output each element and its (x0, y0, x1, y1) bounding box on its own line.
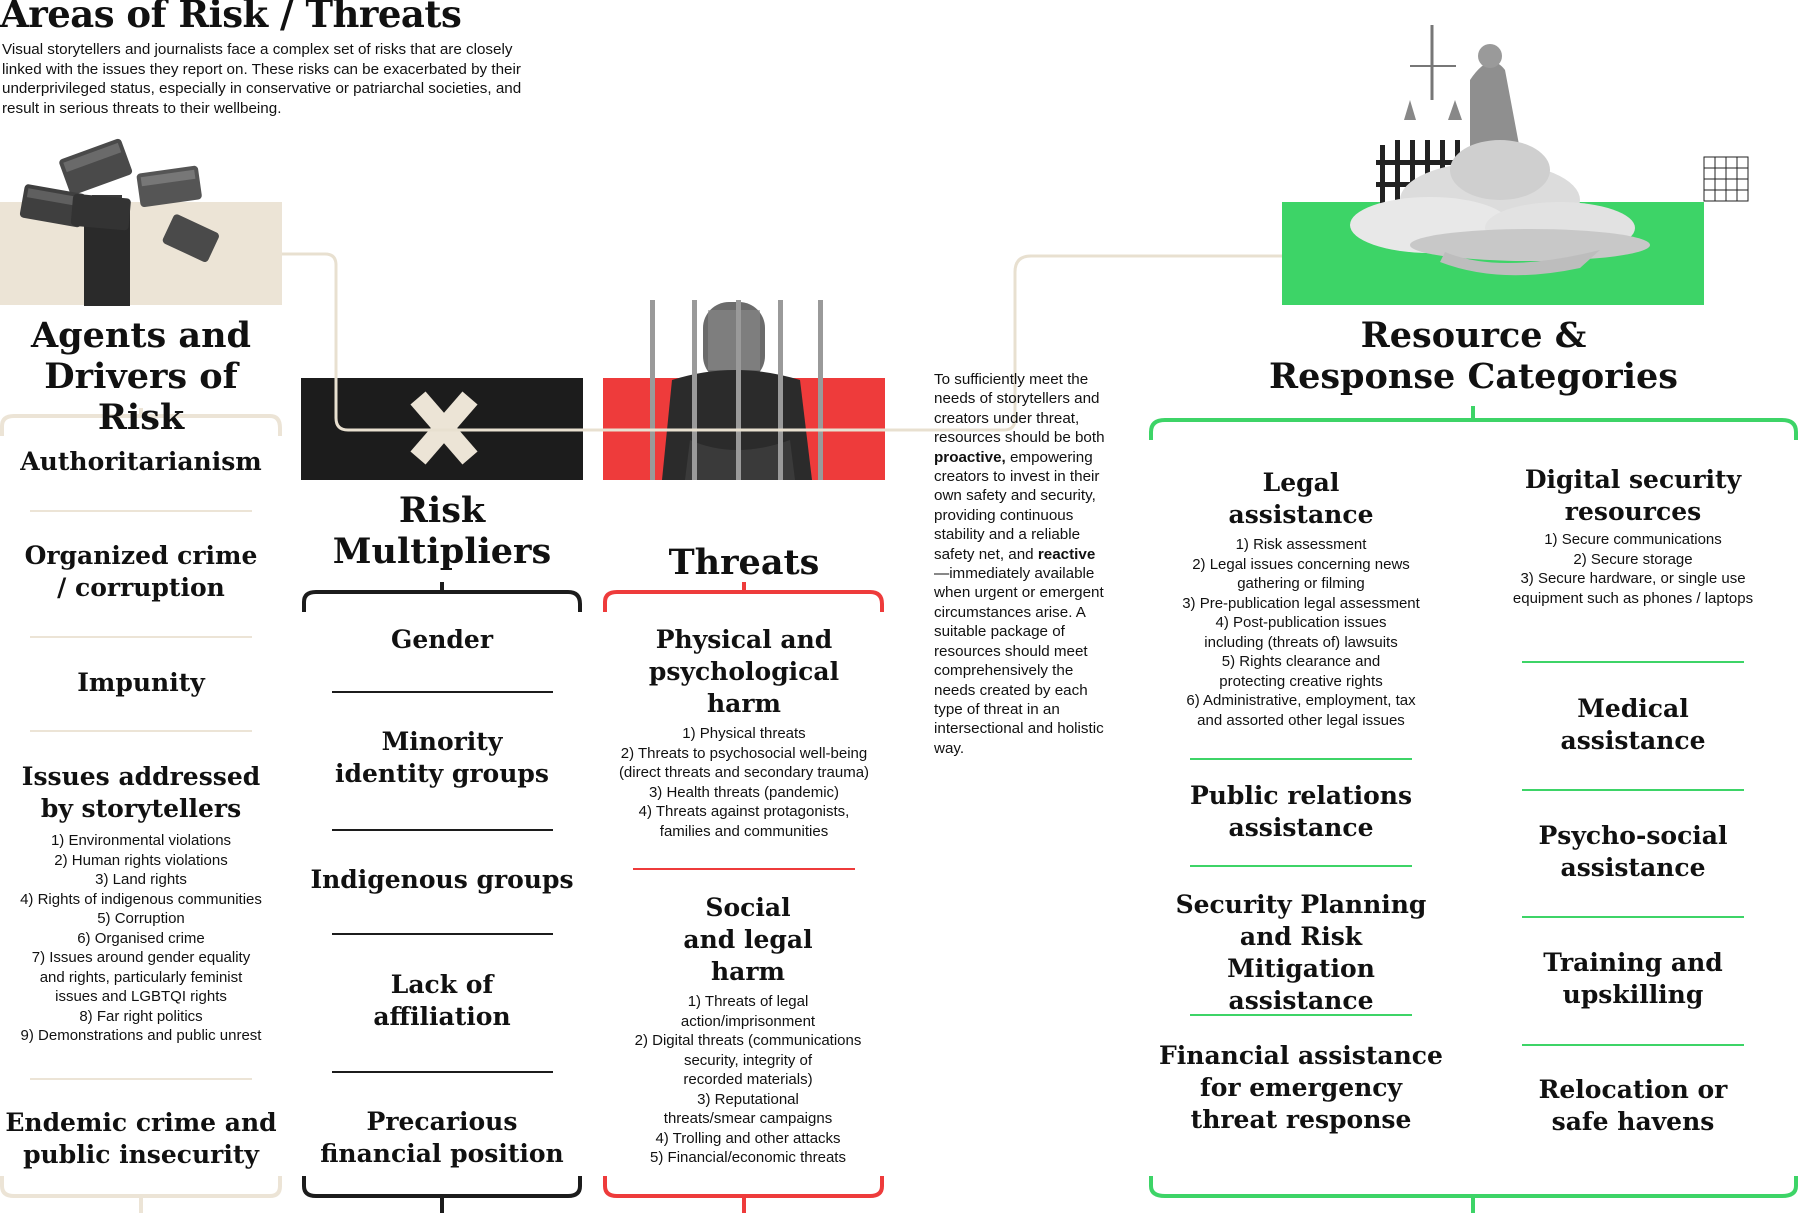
agent-impunity: Impunity (77, 668, 205, 697)
agent-issues-list: 1) Environmental violations 2) Human rig… (20, 832, 262, 1044)
threat-social-legal: Social and legal harm 1) Threats of lega… (596, 892, 900, 1168)
multipliers-title: Risk Multipliers (332, 490, 552, 572)
resources-bracket-top (1149, 418, 1798, 440)
resource-security-planning: Security Planning and Risk Mitigation as… (1175, 890, 1427, 1015)
agents-title: Agents and Drivers of Risk (31, 315, 251, 438)
multiplier-gender: Gender (391, 625, 493, 654)
multiplier-indigenous: Indigenous groups (310, 865, 574, 894)
agents-bracket-bottom (0, 1176, 282, 1198)
surveillance-cameras-icon (19, 138, 219, 306)
threat-social-list: 1) Threats of legal action/imprisonment … (634, 993, 862, 1166)
multiplier-minority: Minority identity groups (335, 727, 549, 788)
multipliers-bracket-bottom (302, 1176, 582, 1198)
person-behind-bars-icon (650, 300, 823, 480)
agent-issues-addressed: Issues addressed by storytellers 1) Envi… (0, 761, 282, 1046)
resource-relocation: Relocation or safe havens (1538, 1075, 1728, 1136)
resource-digital-list: 1) Secure communications 2) Secure stora… (1512, 531, 1754, 607)
threats-title: Threats (668, 542, 820, 583)
explainer-paragraph: To sufficiently meet the needs of storyt… (934, 371, 1105, 757)
agent-endemic-crime: Endemic crime and public insecurity (5, 1108, 277, 1169)
multiplier-financial: Precarious financial position (320, 1107, 564, 1168)
agent-authoritarianism: Authoritarianism (20, 447, 262, 476)
resource-financial-assistance: Financial assistance for emergency threa… (1159, 1041, 1443, 1134)
agent-organized-crime: Organized crime / corruption (24, 541, 258, 602)
lady-justice-cloud-icon (1350, 25, 1650, 276)
resource-digital-security: Digital security resources 1) Secure com… (1483, 464, 1783, 608)
connector-line (282, 252, 1282, 432)
resources-title: Resource & Response Categories (1269, 315, 1678, 397)
resources-bracket-bottom (1149, 1176, 1798, 1198)
resource-psycho-social: Psycho-social assistance (1538, 821, 1728, 882)
resource-public-relations: Public relations assistance (1189, 781, 1413, 842)
page-title: Areas of Risk / Threats (0, 0, 462, 36)
multiplier-affiliation: Lack of affiliation (373, 970, 511, 1031)
multipliers-bracket-top (302, 590, 582, 612)
threats-bracket-top (603, 590, 884, 612)
resource-training: Training and upskilling (1543, 948, 1723, 1009)
resource-legal-list: 1) Risk assessment 2) Legal issues conce… (1182, 536, 1420, 729)
resource-legal: Legal assistance 1) Risk assessment 2) L… (1151, 467, 1451, 730)
resource-medical: Medical assistance (1560, 694, 1706, 755)
intro-paragraph: Visual storytellers and journalists face… (2, 41, 522, 117)
threat-physical: Physical and psychological harm 1) Physi… (596, 624, 892, 841)
x-mark-icon (410, 391, 478, 465)
grid-icon (1703, 156, 1749, 202)
threats-bracket-bottom (603, 1176, 884, 1198)
threat-physical-list: 1) Physical threats 2) Threats to psycho… (618, 725, 870, 840)
